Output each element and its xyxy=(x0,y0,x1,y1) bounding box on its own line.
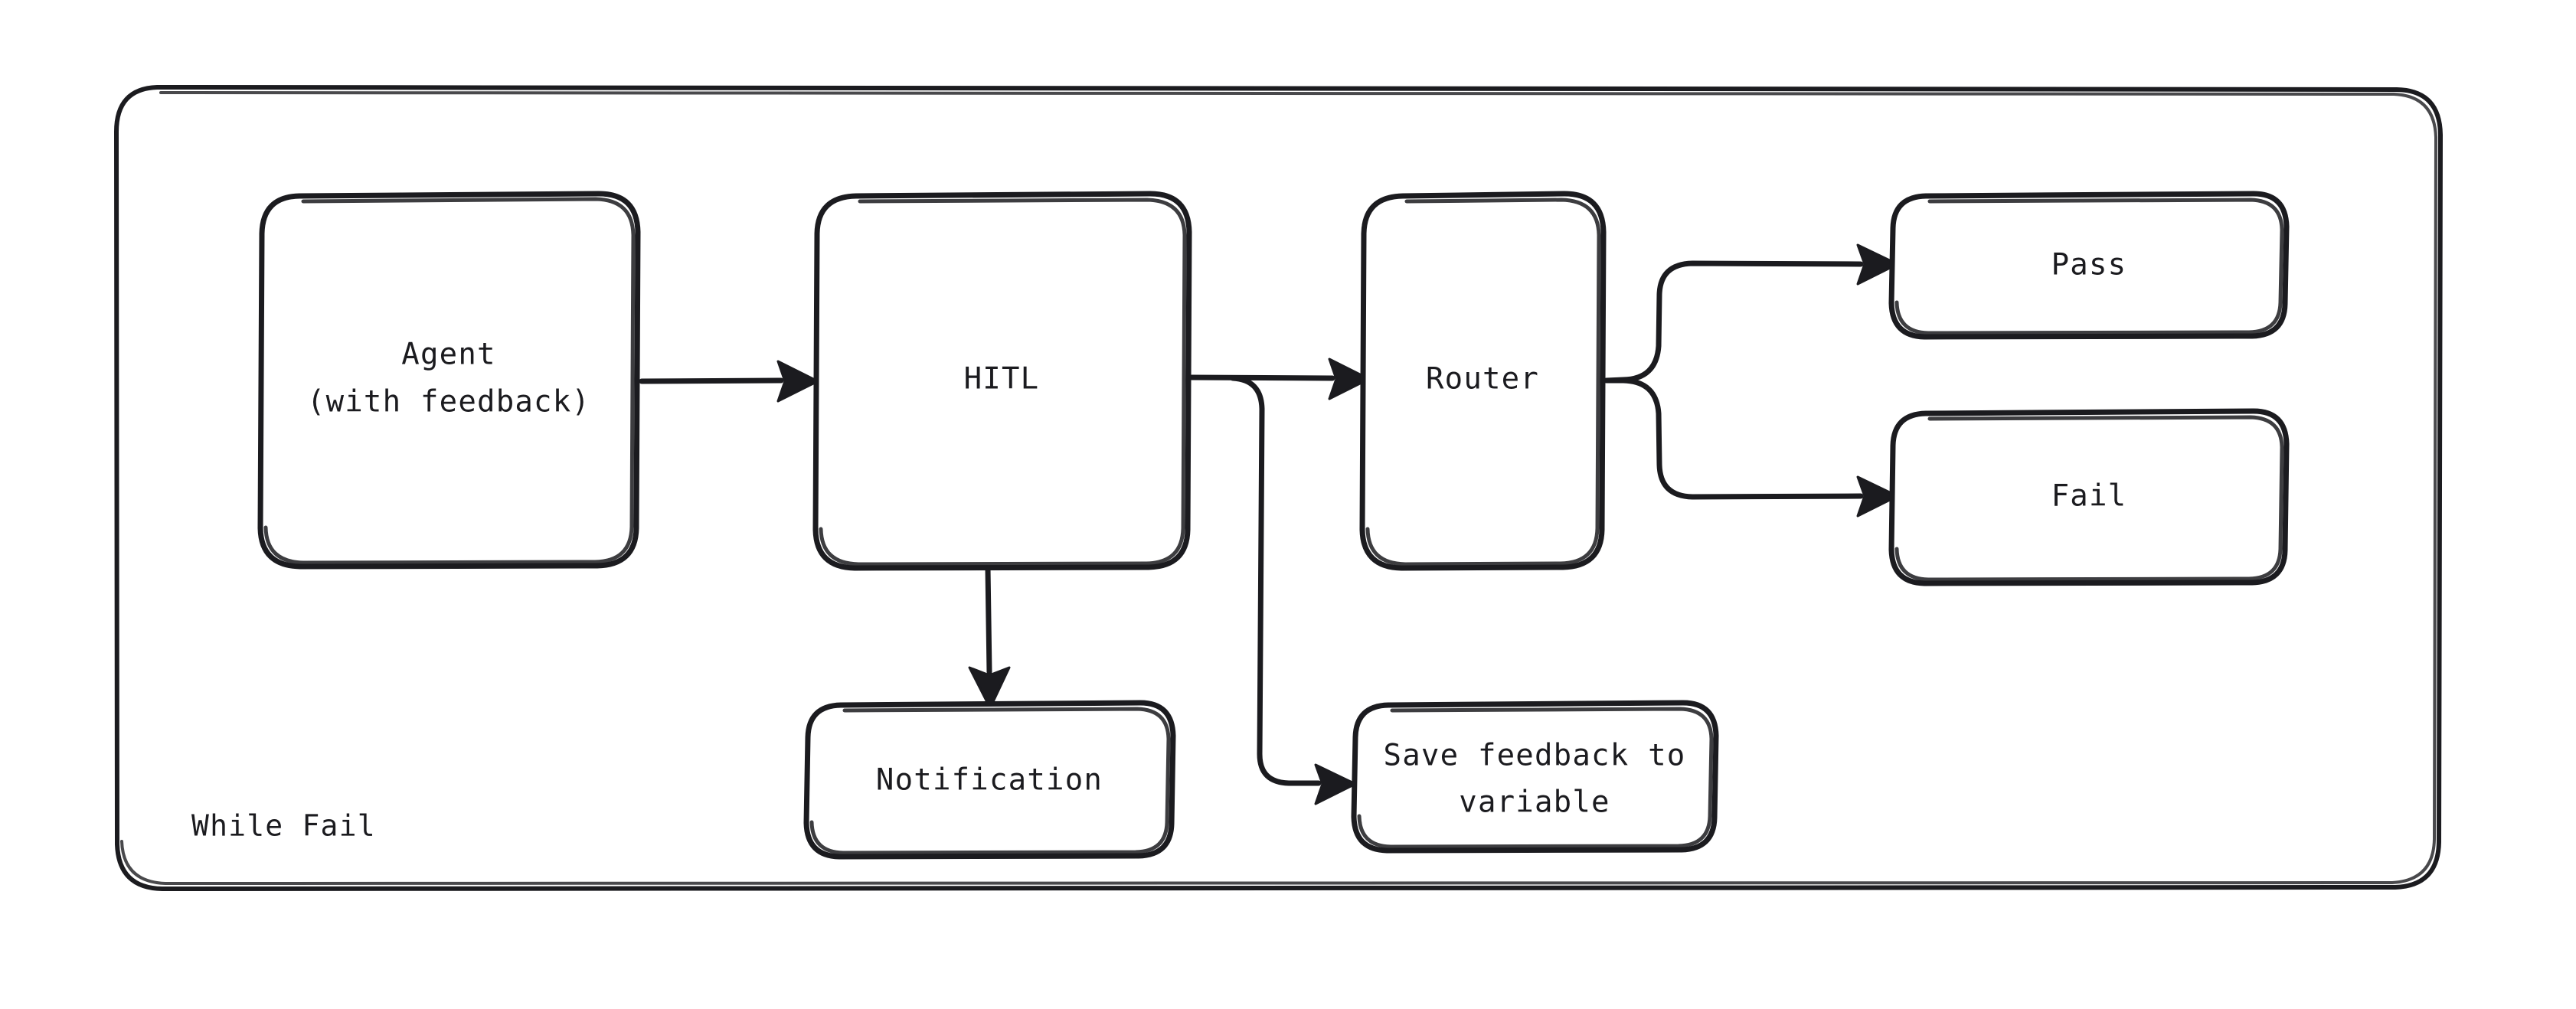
edge-line xyxy=(1188,374,1335,381)
node-router-shape-group xyxy=(1359,191,1607,571)
node-pass-shape xyxy=(1888,191,2290,340)
arrow-head-icon xyxy=(1314,763,1357,805)
container-outline-sketch xyxy=(120,91,2437,885)
arrow-head-icon xyxy=(1856,475,1899,518)
node-save-feedback-shape-sketch xyxy=(1357,707,1714,849)
node-agent-label-line2: (with feedback) xyxy=(307,385,590,420)
container-outline xyxy=(114,85,2443,891)
edge-hitl-to-savefeedback xyxy=(1230,375,1357,805)
node-notification-shape-sketch xyxy=(809,707,1171,855)
edge-line xyxy=(985,565,992,675)
node-agent-label-line1: Agent xyxy=(401,338,495,372)
node-fail-label: Fail xyxy=(2051,479,2127,514)
edge-agent-to-hitl xyxy=(639,360,819,403)
node-notification-label: Notification xyxy=(876,763,1103,798)
node-agent-shape-sketch xyxy=(263,197,636,565)
node-agent-shape xyxy=(257,191,641,570)
node-hitl[interactable]: HITL xyxy=(812,191,1192,571)
node-agent[interactable]: Agent (with feedback) xyxy=(257,191,641,570)
node-hitl-label: HITL xyxy=(964,362,1040,397)
node-hitl-shape xyxy=(812,191,1192,571)
node-pass-label: Pass xyxy=(2051,248,2127,282)
node-router-shape xyxy=(1359,191,1607,571)
node-notification[interactable]: Notification xyxy=(803,700,1176,860)
node-fail[interactable]: Fail xyxy=(1888,408,2290,586)
node-save-feedback-shape xyxy=(1351,700,1719,854)
node-save-feedback[interactable]: Save feedback to variable xyxy=(1351,700,1719,854)
node-save-feedback-label-line1: Save feedback to xyxy=(1384,739,1686,773)
node-router-label: Router xyxy=(1426,362,1539,397)
node-fail-shape xyxy=(1888,408,2290,586)
arrow-head-icon xyxy=(968,666,1011,710)
node-pass-shape-sketch xyxy=(1894,198,2284,335)
container-label: While Fail xyxy=(191,809,376,843)
node-router-shape-sketch xyxy=(1365,198,1601,567)
edge-hitl-to-notification xyxy=(968,565,1011,710)
edge-router-to-pass xyxy=(1603,243,1899,384)
arrow-head-icon xyxy=(1856,243,1899,286)
edge-line xyxy=(639,377,784,384)
node-fail-shape-sketch xyxy=(1894,415,2284,582)
node-router[interactable]: Router xyxy=(1359,191,1607,571)
node-save-feedback-label-line2: variable xyxy=(1459,785,1610,820)
node-notification-shape xyxy=(803,700,1176,860)
edge-line xyxy=(1603,377,1864,500)
node-hitl-shape-sketch xyxy=(819,198,1187,567)
while-fail-container[interactable]: While Fail xyxy=(114,85,2443,891)
arrow-head-icon xyxy=(1328,358,1371,400)
edge-router-to-fail xyxy=(1603,377,1899,518)
edge-line xyxy=(1603,260,1864,384)
edge-hitl-to-router xyxy=(1188,358,1371,400)
arrow-head-icon xyxy=(776,360,819,403)
edge-line xyxy=(1230,375,1322,786)
node-pass[interactable]: Pass xyxy=(1888,191,2290,340)
